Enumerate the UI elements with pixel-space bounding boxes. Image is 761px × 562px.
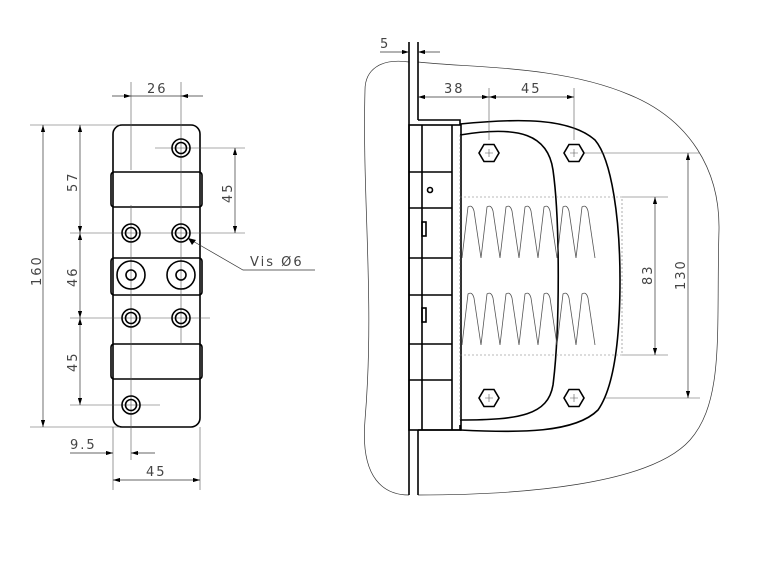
screw-hole [121,395,141,415]
spring-lower [461,292,596,346]
dim-38: 38 [444,82,465,97]
front-view: 26 160 57 46 45 45 Vis Ø6 9.5 45 [30,82,315,490]
side-view: 5 38 45 130 83 [364,37,720,496]
hinge-plate [112,124,201,428]
dim-46: 46 [66,266,81,287]
screw-hole [171,223,191,243]
dim-45-right: 45 [221,182,236,203]
hex-nut [563,143,585,163]
hex-nut [478,388,500,408]
screw-hole [121,308,141,328]
break-outline-right [417,61,720,496]
dim-83: 83 [641,264,656,285]
spring-upper [461,205,596,259]
screw-hole [121,223,141,243]
spring-coil [461,205,596,259]
dim-160: 160 [30,255,45,286]
dim-5: 5 [380,37,390,52]
hinge-leaf-outer [459,119,621,433]
knuckle-band [110,257,203,296]
break-outline-left [364,60,410,496]
spring-coil [461,292,596,346]
hinge-knuckle-stack [408,124,462,431]
dim-57: 57 [66,171,81,192]
screw-hole [171,138,191,158]
hex-nut [478,143,500,163]
knuckle-band [110,171,203,208]
dim-130: 130 [674,259,689,290]
dim-45-width: 45 [146,465,167,480]
dim-45-bolts: 45 [521,82,542,97]
hex-nut [563,388,585,408]
pivot-hole [116,260,146,290]
hinge-leaf-inner [459,130,560,421]
knuckle-band [110,343,203,380]
dim-9-5: 9.5 [70,438,97,453]
dim-26: 26 [147,82,168,97]
screw-hole [171,308,191,328]
screw-callout: Vis Ø6 [250,255,304,270]
dim-45-lower: 45 [66,351,81,372]
pivot-hole [166,260,196,290]
